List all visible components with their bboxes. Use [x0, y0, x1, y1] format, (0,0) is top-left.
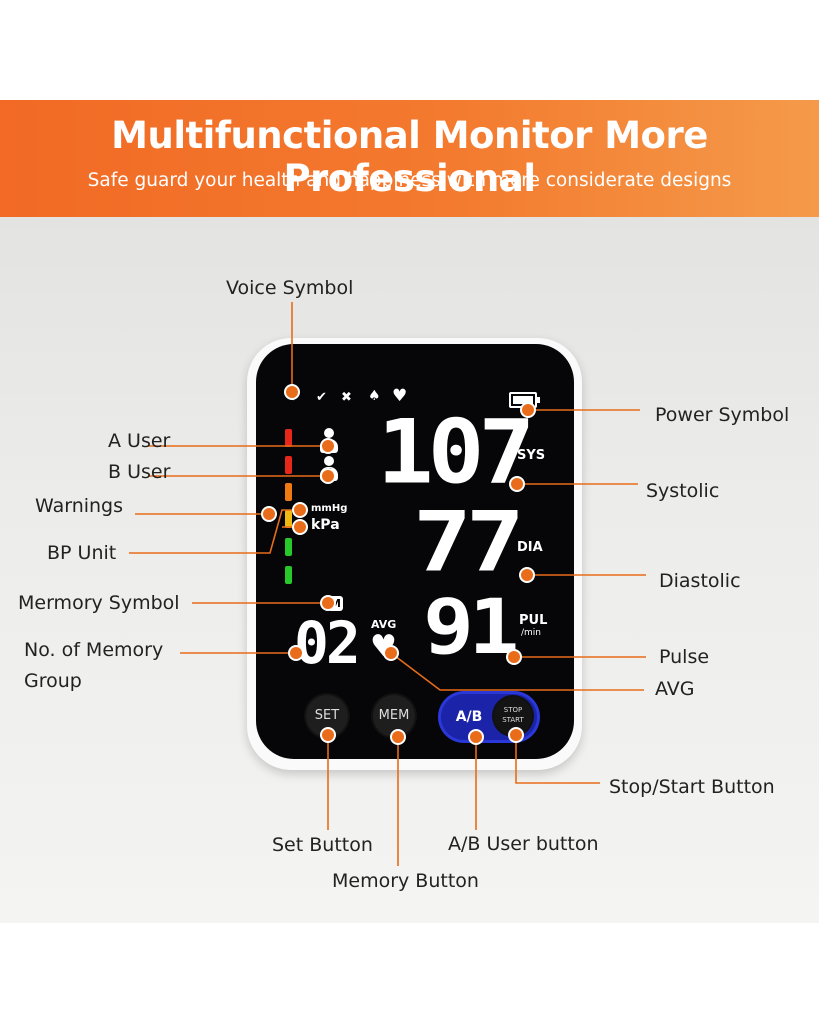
label-memory-group-2: Group [24, 670, 82, 692]
label-voice-symbol: Voice Symbol [226, 277, 354, 299]
ab-anchor-dot [470, 731, 482, 743]
power-anchor-dot [522, 404, 534, 416]
kpa-anchor-dot [294, 521, 306, 533]
warning-bar [285, 538, 292, 556]
memory-group-anchor-dot [290, 647, 302, 659]
unit-mmhg: mmHg [311, 503, 348, 514]
label-systolic: Systolic [646, 480, 720, 502]
memory-symbol-anchor-dot [322, 597, 334, 609]
pul-tag: PUL [519, 613, 548, 628]
warnings-anchor-dot [263, 508, 275, 520]
warning-bar [285, 566, 292, 584]
pulse-anchor-dot [508, 651, 520, 663]
label-b-user: B User [108, 461, 171, 483]
warning-bar [285, 510, 292, 528]
body-motion-icon: ♠ [368, 388, 381, 404]
header-banner: Multifunctional Monitor More Professiona… [0, 100, 819, 217]
systolic-value: 107 [377, 400, 535, 504]
label-avg: AVG [655, 678, 695, 700]
banner-subtitle: Safe guard your health and happiness wit… [87, 170, 732, 191]
avg-anchor-dot [385, 647, 397, 659]
warning-bar [285, 483, 292, 501]
user-b-anchor-dot [322, 470, 334, 482]
unit-kpa: kPa [311, 517, 340, 533]
label-memory-symbol: Mermory Symbol [18, 592, 180, 614]
voice-anchor-dot [286, 386, 298, 398]
heart-icon: ♥ [392, 386, 408, 406]
pulse-value: 91 [423, 583, 519, 672]
label-bp-unit: BP Unit [47, 542, 117, 564]
cancel-icon: ✖ [341, 390, 352, 405]
systolic-anchor-dot [511, 478, 523, 490]
stop-start-button[interactable]: STOP START [494, 697, 532, 735]
mmhg-anchor-dot [294, 504, 306, 516]
start-label: START [502, 716, 524, 724]
avg-tag: AVG [371, 618, 397, 631]
check-icon: ✔ [316, 390, 327, 405]
label-pulse: Pulse [659, 646, 710, 668]
memory-group-value: 02 [294, 609, 361, 677]
user-a-anchor-dot [322, 440, 334, 452]
sys-tag: SYS [517, 448, 546, 463]
label-warnings: Warnings [35, 495, 124, 517]
label-ab-user-button: A/B User button [448, 833, 599, 855]
banner-title: Multifunctional Monitor More Professiona… [111, 114, 708, 200]
stop-label: STOP [503, 706, 523, 714]
label-memory-button: Memory Button [332, 870, 479, 892]
label-set-button: Set Button [272, 834, 373, 856]
pul-unit: /min [521, 628, 542, 638]
diastolic-anchor-dot [521, 569, 533, 581]
set-button[interactable]: SET [306, 695, 348, 737]
ab-user-button[interactable]: A/B [455, 709, 483, 725]
warning-bar [285, 429, 292, 447]
label-a-user: A User [108, 430, 171, 452]
set-anchor-dot [322, 729, 334, 741]
diastolic-value: 77 [413, 494, 525, 591]
mem-anchor-dot [392, 731, 404, 743]
label-power-symbol: Power Symbol [655, 404, 790, 426]
label-diastolic: Diastolic [659, 570, 741, 592]
stop-start-anchor-dot [510, 729, 522, 741]
dia-tag: DIA [517, 540, 543, 555]
label-memory-group-1: No. of Memory [24, 639, 164, 661]
warning-bar [285, 456, 292, 474]
label-stop-start-button: Stop/Start Button [609, 776, 775, 798]
mem-button[interactable]: MEM [373, 695, 415, 737]
